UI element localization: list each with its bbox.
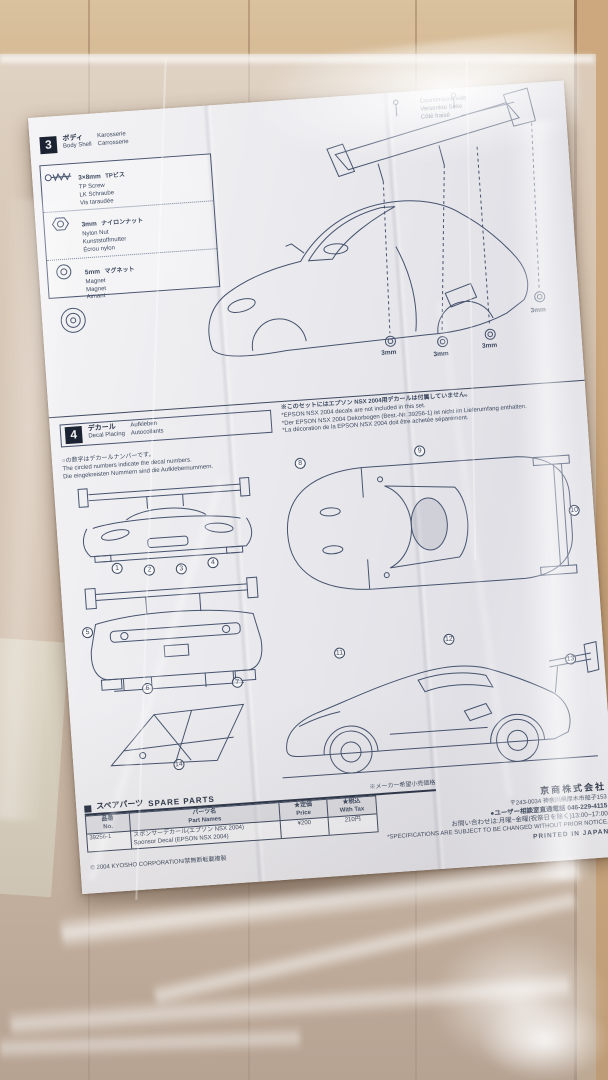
part-name-jp: ナイロンナット bbox=[101, 218, 144, 228]
square-bullet-icon bbox=[84, 805, 92, 813]
plastic-bag-top-edge bbox=[0, 55, 594, 63]
car-rear-view-art bbox=[84, 576, 263, 692]
nylon-nut-icon bbox=[51, 217, 70, 232]
dimension-label: 3mm bbox=[530, 306, 547, 315]
step3-title-fr: Carrosserie bbox=[97, 138, 129, 147]
car-front-view-art bbox=[77, 476, 253, 563]
row-tax: 210円 bbox=[344, 816, 361, 824]
part-row-nut: 3mm ナイロンナット Nylon Nut Kunststoffmutter É… bbox=[43, 201, 217, 261]
dimension-label: 3mm bbox=[381, 348, 397, 357]
copyright-text: © 2004 KYOSHO CORPORATION/禁無断転載複製 bbox=[90, 855, 227, 872]
part-name-jp: マグネット bbox=[104, 266, 135, 275]
spare-parts-title-jp: スペアパーツ bbox=[95, 798, 144, 811]
step4-number-badge: 4 bbox=[64, 426, 83, 445]
step3-header: 3 ボディ Body Shell Karosserie Carrosserie bbox=[39, 131, 129, 155]
car-top-view-art bbox=[287, 454, 578, 590]
screw-icon bbox=[44, 172, 72, 182]
dimension-label: 3mm bbox=[433, 350, 449, 359]
step4-section: 4 デカール Decal Placing Aufkleben Autocolla… bbox=[49, 380, 608, 807]
step4-header: 4 デカール Decal Placing Aufkleben Autocolla… bbox=[59, 409, 273, 448]
instruction-sheet: 3 ボディ Body Shell Karosserie Carrosserie bbox=[28, 80, 608, 895]
part-size: 5mm bbox=[84, 268, 101, 277]
side-view-diagram: 11 12 13 bbox=[263, 622, 606, 785]
car-side-view-art bbox=[282, 641, 600, 779]
step4-title-fr: Autocollants bbox=[130, 428, 164, 437]
step3-title-group2: Karosserie Carrosserie bbox=[97, 131, 129, 149]
step3-title-group: ボディ Body Shell bbox=[62, 134, 92, 152]
body-wing-assembly-diagram: 3mm 3mm 3mm 3mm bbox=[174, 85, 579, 403]
magnet-icon bbox=[56, 264, 72, 280]
step4-title-en: Decal Placing bbox=[88, 431, 126, 440]
step4-title-group2: Aufkleben Autocollants bbox=[130, 420, 164, 438]
magnet-target-icon bbox=[60, 307, 86, 333]
step4-title-group: デカール Decal Placing bbox=[88, 423, 126, 442]
rear-view-diagram: 5 6 7 bbox=[75, 570, 275, 701]
part-size: 3mm bbox=[81, 220, 98, 229]
step3-number-badge: 3 bbox=[39, 136, 58, 155]
step3-title-en: Body Shell bbox=[62, 142, 92, 151]
top-view-diagram: 8 9 10 bbox=[264, 432, 593, 616]
spare-parts-title-en: SPARE PARTS bbox=[147, 794, 216, 809]
parts-callout-box: 3×8mm TPビス TP Screw LK Schraube Vis tara… bbox=[39, 153, 221, 301]
body-wing-assembly-art bbox=[208, 87, 546, 357]
front-view-diagram: 1 2 3 4 bbox=[67, 469, 266, 582]
row-price: ¥200 bbox=[280, 817, 330, 839]
step3-section: 3 ボディ Body Shell Karosserie Carrosserie bbox=[28, 81, 585, 418]
row-no: 39256-1 bbox=[87, 831, 133, 852]
detail-sketch-diagram: 14 bbox=[91, 695, 264, 781]
part-row-screw: 3×8mm TPビス TP Screw LK Schraube Vis tara… bbox=[40, 154, 214, 214]
part-row-magnet: 5mm マグネット Magnet Magnet Aimant bbox=[47, 249, 220, 307]
dimension-label: 3mm bbox=[481, 341, 498, 350]
part-size: 3×8mm bbox=[78, 173, 102, 182]
part-name-jp: TPビス bbox=[105, 172, 126, 180]
